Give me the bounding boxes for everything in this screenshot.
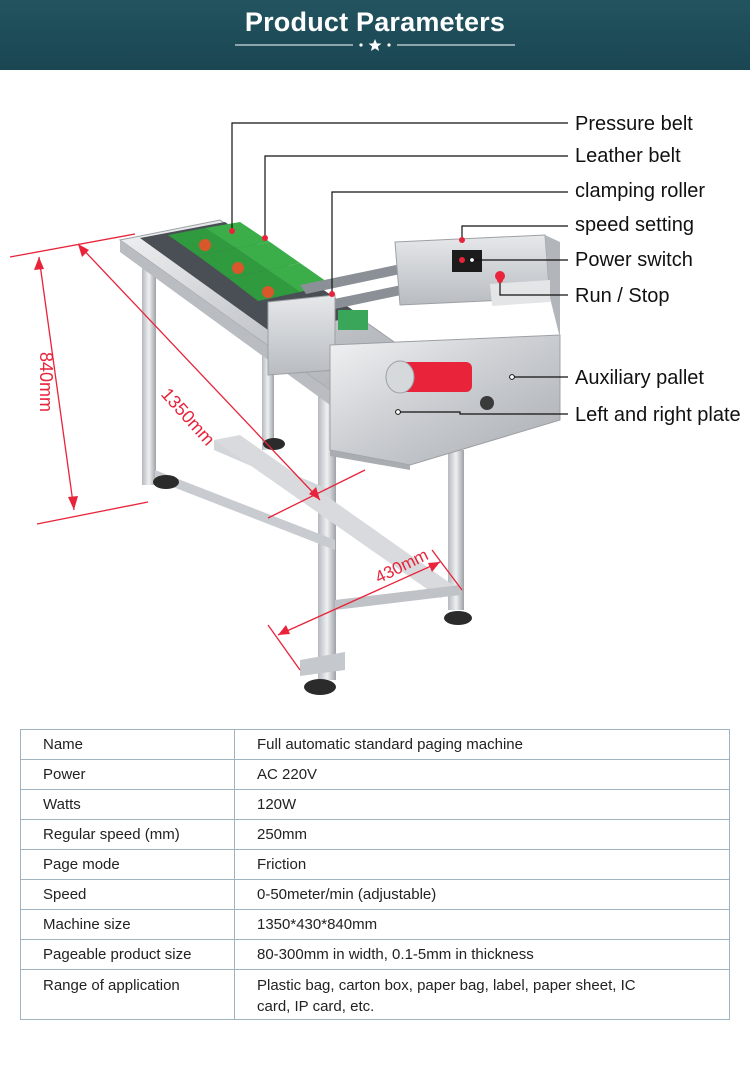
callout-run-stop: Run / Stop (575, 285, 670, 307)
table-row: Range of application Plastic bag, carton… (20, 969, 730, 1020)
spec-value: Plastic bag, carton box, paper bag, labe… (234, 969, 730, 1020)
dimension-height-label: 840mm (36, 352, 56, 413)
spec-value: 80-300mm in width, 0.1-5mm in thickness (234, 939, 730, 970)
spec-key: Name (20, 729, 235, 760)
spec-value: 120W (234, 789, 730, 820)
callout-auxiliary-pallet: Auxiliary pallet (575, 367, 704, 389)
machine-legs (142, 255, 472, 695)
title-divider-ornament (235, 39, 515, 51)
spec-key: Page mode (20, 849, 235, 880)
callout-leather-belt: Leather belt (575, 145, 681, 167)
table-row: Speed 0-50meter/min (adjustable) (20, 879, 730, 910)
callout-clamping-roller: clamping roller (575, 180, 706, 202)
callout-leader-lines (231, 122, 568, 415)
callout-speed-setting: speed setting (575, 214, 694, 236)
spec-value: 250mm (234, 819, 730, 850)
spec-key: Power (20, 759, 235, 790)
callout-power-switch: Power switch (575, 249, 693, 271)
machine-illustration (9, 122, 568, 695)
callout-left-right-plate: Left and right plate (575, 404, 741, 426)
spec-value: Friction (234, 849, 730, 880)
callout-pressure-belt: Pressure belt (575, 113, 693, 135)
spec-table: Name Full automatic standard paging mach… (20, 729, 730, 1020)
table-row: Page mode Friction (20, 849, 730, 880)
spec-key: Speed (20, 879, 235, 910)
spec-value: 1350*430*840mm (234, 909, 730, 940)
machine-body (118, 219, 561, 470)
table-row: Pageable product size 80-300mm in width,… (20, 939, 730, 970)
callout-anchor-dots (229, 228, 503, 297)
spec-value: AC 220V (234, 759, 730, 790)
table-row: Name Full automatic standard paging mach… (20, 729, 730, 760)
spec-key: Regular speed (mm) (20, 819, 235, 850)
page-title: Product Parameters (244, 7, 506, 37)
spec-key: Pageable product size (20, 939, 235, 970)
table-row: Machine size 1350*430*840mm (20, 909, 730, 940)
machine-figure: 840mm 1350mm 430mm Pressure belt Leather… (0, 70, 750, 710)
table-row: Power AC 220V (20, 759, 730, 790)
spec-key: Machine size (20, 909, 235, 940)
table-row: Watts 120W (20, 789, 730, 820)
header-banner: Product Parameters (0, 0, 750, 70)
table-row: Regular speed (mm) 250mm (20, 819, 730, 850)
spec-value: Full automatic standard paging machine (234, 729, 730, 760)
spec-value: 0-50meter/min (adjustable) (234, 879, 730, 910)
dimension-lines (9, 233, 463, 671)
spec-key: Watts (20, 789, 235, 820)
spec-key: Range of application (20, 969, 235, 1020)
